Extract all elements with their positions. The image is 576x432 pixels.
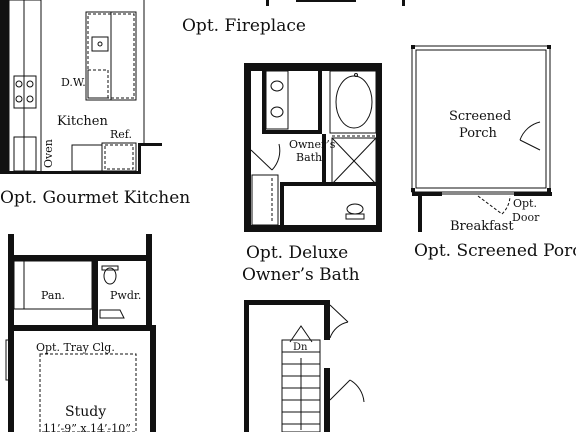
screened-porch-label-line1: Screened [449,109,511,124]
sink-icon [91,36,109,52]
stair-down-label: Dn [293,342,308,353]
opt-door-label-line2: Door [512,211,540,224]
deluxe-bath-title-line2: Owner’s Bath [242,265,360,285]
tray-ceiling-label: Opt. Tray Clg. [36,341,115,354]
breakfast-label: Breakfast [450,219,514,234]
screened-porch-title: Opt. Screened Porch [414,241,576,261]
study-plan: Pan. Pwdr. Opt. Tray Clg. Study 11’-9” x… [5,234,156,432]
refrigerator-label: Ref. [110,128,132,141]
toilet-icon [345,203,365,220]
stair-plan: Dn [244,300,365,432]
fireplace-fragment [266,0,405,6]
fireplace-title: Opt. Fireplace [182,16,306,36]
cooktop-icon [13,75,37,109]
soaking-tub-icon [329,70,377,134]
owners-bath-label-line1: Owner’s [289,138,336,151]
dishwasher-label: D.W. [61,76,86,89]
gourmet-kitchen-title: Opt. Gourmet Kitchen [0,188,190,208]
study-label: Study [65,404,106,420]
powder-label: Pwdr. [110,289,141,302]
shower-icon [331,135,377,185]
pantry-label: Pan. [41,289,65,302]
deluxe-bath-title-line1: Opt. Deluxe [246,243,348,263]
gourmet-kitchen-plan: Oven D.W. Kitchen Ref. [0,0,162,174]
opt-door-label-line1: Opt. [513,197,537,210]
stair-arrow-icon [289,325,313,343]
screened-porch-plan: Screened Porch Opt. Door Breakfast [411,45,552,234]
deluxe-bath-plan: Owner’s Bath [244,63,382,232]
oven-label: Oven [42,139,55,168]
owners-bath-label-line2: Bath [296,151,322,164]
powder-toilet-icon [101,265,119,285]
vanity-sink-icon [270,80,284,118]
screened-porch-label-line2: Porch [459,126,498,141]
study-dimensions-label: 11’-9” x 14’-10” [43,422,131,432]
kitchen-label: Kitchen [57,114,108,129]
